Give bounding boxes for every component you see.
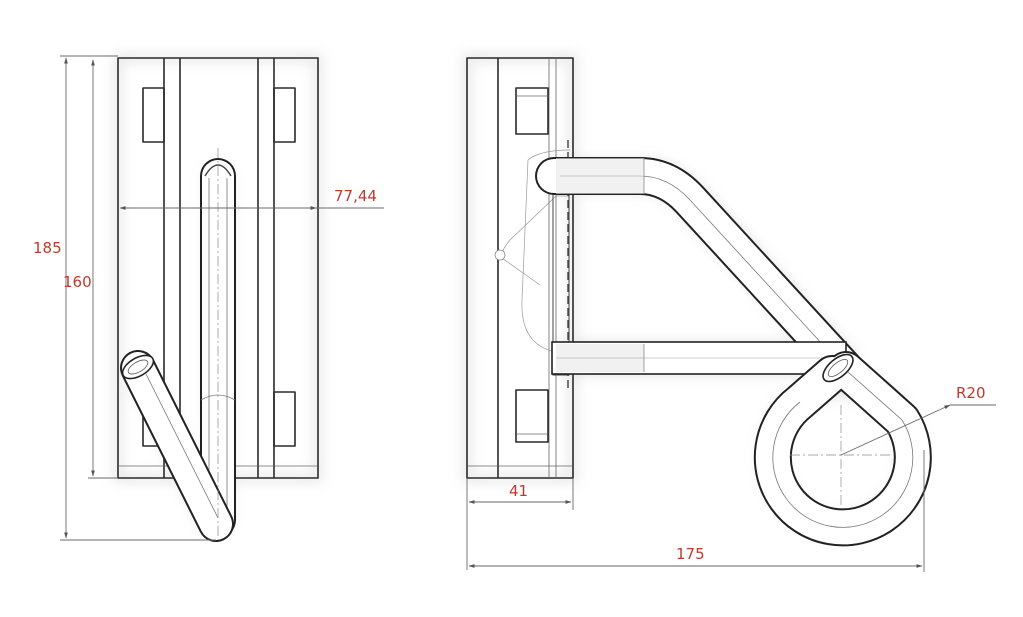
side-teardrop-loop	[753, 351, 932, 547]
front-view	[60, 54, 384, 542]
label-width: 77,44	[334, 187, 377, 205]
dimension-overall-height	[60, 55, 216, 541]
label-plate-height: 160	[63, 273, 92, 291]
label-overall-length: 175	[676, 545, 705, 563]
side-view	[463, 54, 996, 572]
dimension-plate-height	[88, 59, 118, 479]
label-overall-height: 185	[33, 239, 62, 257]
side-lower-strut	[551, 341, 847, 375]
dimension-plate-depth	[466, 478, 574, 570]
side-base-plate	[466, 57, 574, 479]
front-diagonal-tube	[120, 350, 234, 542]
label-loop-radius: R20	[956, 384, 986, 402]
side-upper-tube	[535, 157, 865, 389]
dimension-overall-length	[468, 450, 925, 572]
dimension-loop-radius	[840, 404, 996, 456]
side-mounting-slots	[515, 87, 549, 443]
label-plate-depth: 41	[509, 482, 528, 500]
dimension-labels: 185 160 77,44 41 175 R20	[33, 187, 986, 563]
